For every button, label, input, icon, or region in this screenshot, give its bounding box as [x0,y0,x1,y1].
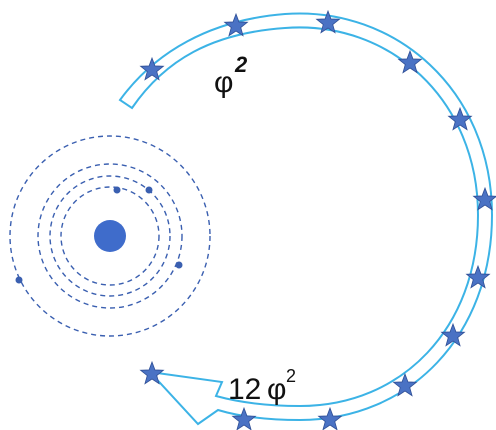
phi-squared-label: φ 2 [214,52,248,99]
star-icon [465,264,491,289]
star-icon [447,106,473,131]
star-icon [139,56,165,81]
nucleus-dot [94,220,126,252]
star-icon [440,322,466,347]
electron-dot [15,276,23,284]
electron-dot [113,186,121,194]
orbit-ring [9,135,211,337]
electron-dot [145,186,153,194]
stars [139,9,496,430]
star-icon [472,186,496,211]
phi-symbol: φ [214,66,233,99]
atom [9,135,211,337]
star-icon [315,9,341,34]
star-icon [317,406,343,430]
star-icon [397,49,423,74]
cycle-arrow-outline [118,12,494,426]
count-number: 12 [228,373,261,406]
orbit-ring [49,175,171,297]
star-icon [231,406,257,430]
electron-dot [175,261,183,269]
star-icon [223,12,249,37]
phi-exponent: 2 [234,52,248,77]
twelve-phi-squared-label: 12 φ 2 [228,366,296,406]
count-phi-symbol: φ [267,373,286,406]
orbit-ring [60,186,160,286]
cycle-arrow [118,12,494,426]
star-icon [392,372,418,397]
star-icon [139,360,165,385]
orbit-ring [37,163,183,309]
count-exponent: 2 [286,366,296,386]
